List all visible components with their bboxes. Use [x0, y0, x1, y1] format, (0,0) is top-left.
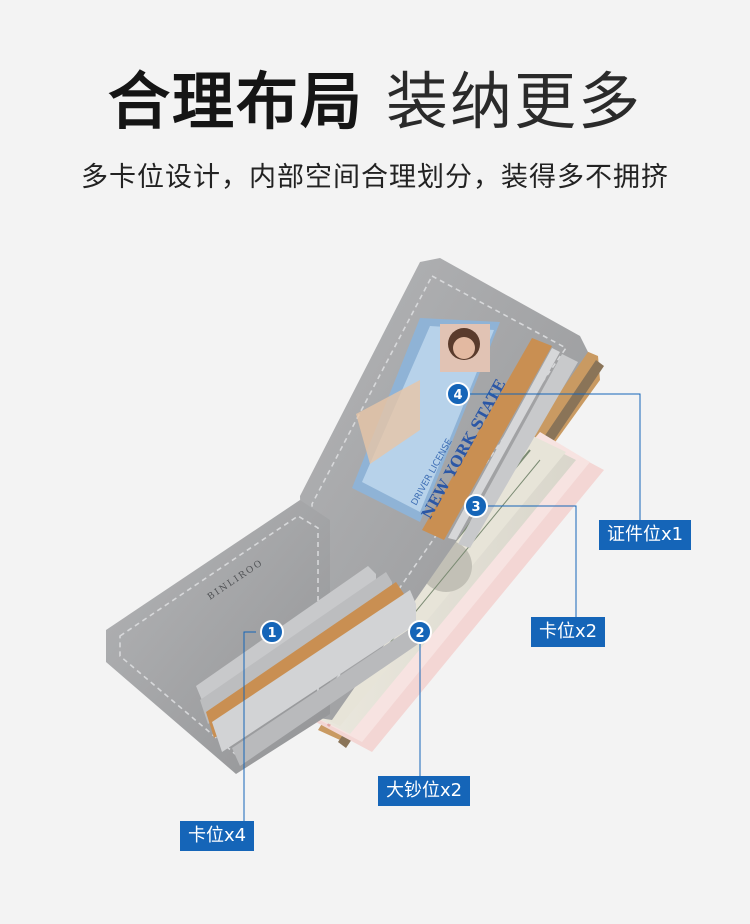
callout-label-card-slots-4: 卡位x4: [180, 821, 255, 851]
svg-text:3: 3: [471, 500, 480, 515]
headline: 合理布局装纳更多: [0, 62, 750, 142]
callout-line-4: [458, 393, 641, 520]
callout-badge-3: 3: [464, 494, 488, 518]
svg-text:2: 2: [415, 626, 424, 641]
wallet-lower-panel: BINLIROO: [106, 500, 424, 774]
subtitle: 多卡位设计，内部空间合理划分，装得多不拥挤: [81, 162, 669, 193]
svg-text:4: 4: [453, 388, 462, 403]
callout-label-bill-slots: 大钞位x2: [378, 776, 471, 806]
callout-lines: [243, 393, 641, 821]
callout-badge-2: 2: [408, 620, 432, 644]
headline-light: 装纳更多: [386, 65, 643, 138]
callout-badge-4: 4: [446, 382, 470, 406]
callout-line-3: [476, 505, 577, 617]
svg-text:1: 1: [267, 626, 276, 641]
callout-line-1: [243, 631, 256, 821]
callout-label-card-slots-2: 卡位x2: [531, 617, 606, 647]
headline-bold: 合理布局: [107, 65, 364, 138]
callout-badge-1: 1: [260, 620, 284, 644]
callout-label-id-slot: 证件位x1: [599, 520, 692, 550]
